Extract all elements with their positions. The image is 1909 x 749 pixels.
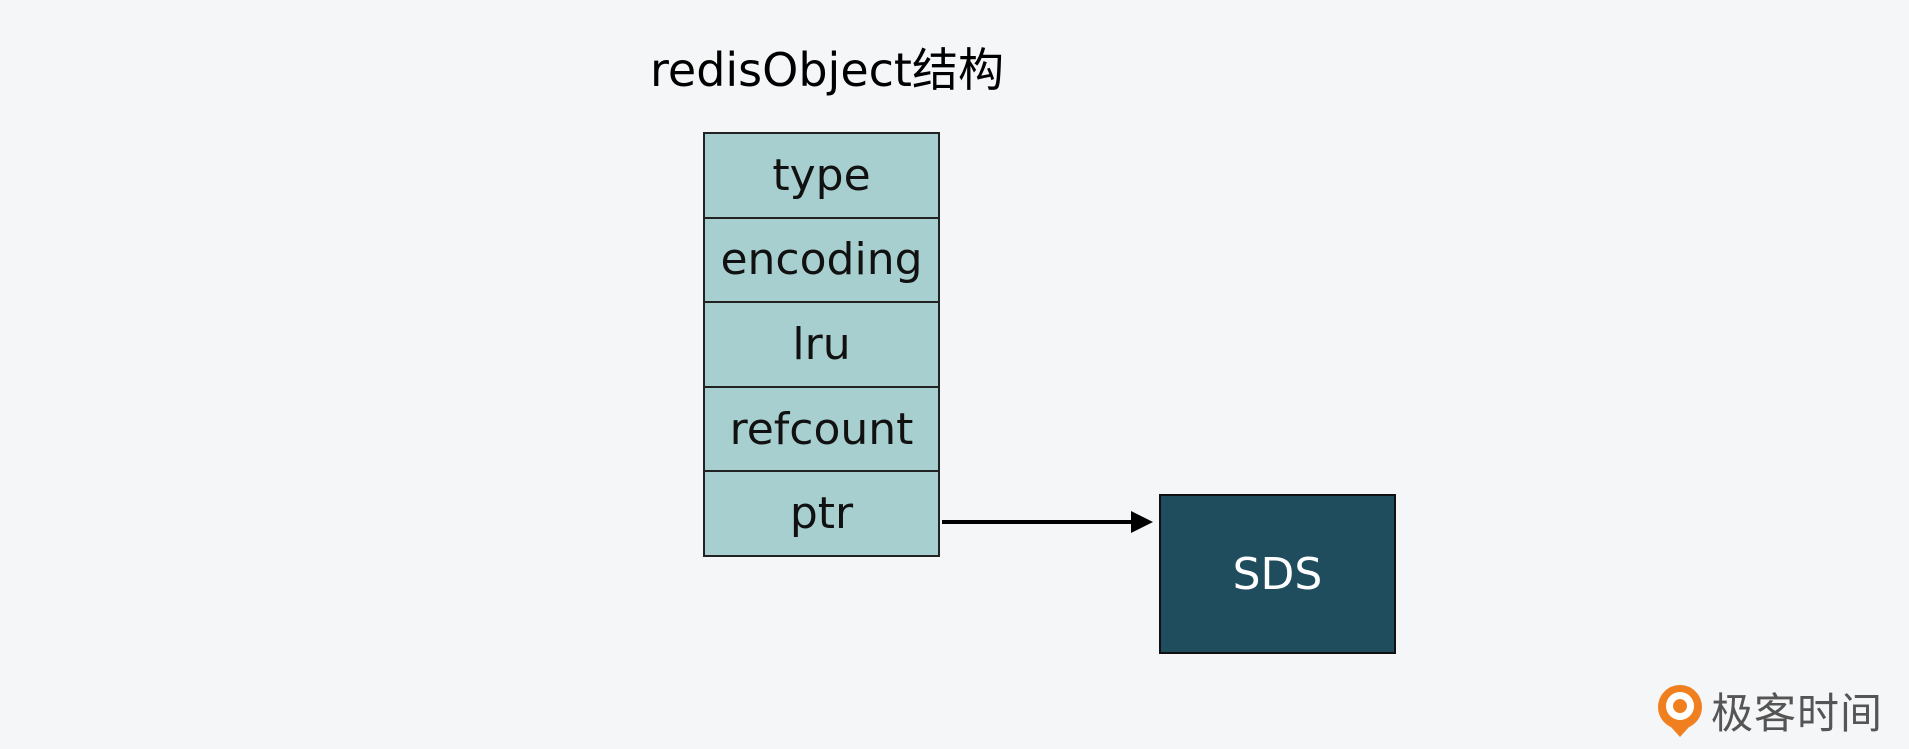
field-encoding: encoding (703, 216, 940, 304)
geektime-logo-icon (1658, 684, 1702, 737)
field-refcount: refcount (703, 385, 940, 473)
logo-text: 极客时间 (1711, 689, 1884, 738)
geektime-logo: 极客时间 (1655, 680, 1883, 741)
redis-object-struct: type encoding lru refcount ptr (703, 132, 940, 557)
field-type: type (703, 132, 940, 219)
ptr-to-sds-arrow (942, 511, 1153, 533)
diagram-title: redisObject结构 (650, 43, 1004, 97)
field-lru: lru (703, 301, 940, 388)
arrow-head (1131, 511, 1153, 533)
sds-box: SDS (1159, 494, 1396, 654)
field-ptr: ptr (703, 470, 940, 557)
